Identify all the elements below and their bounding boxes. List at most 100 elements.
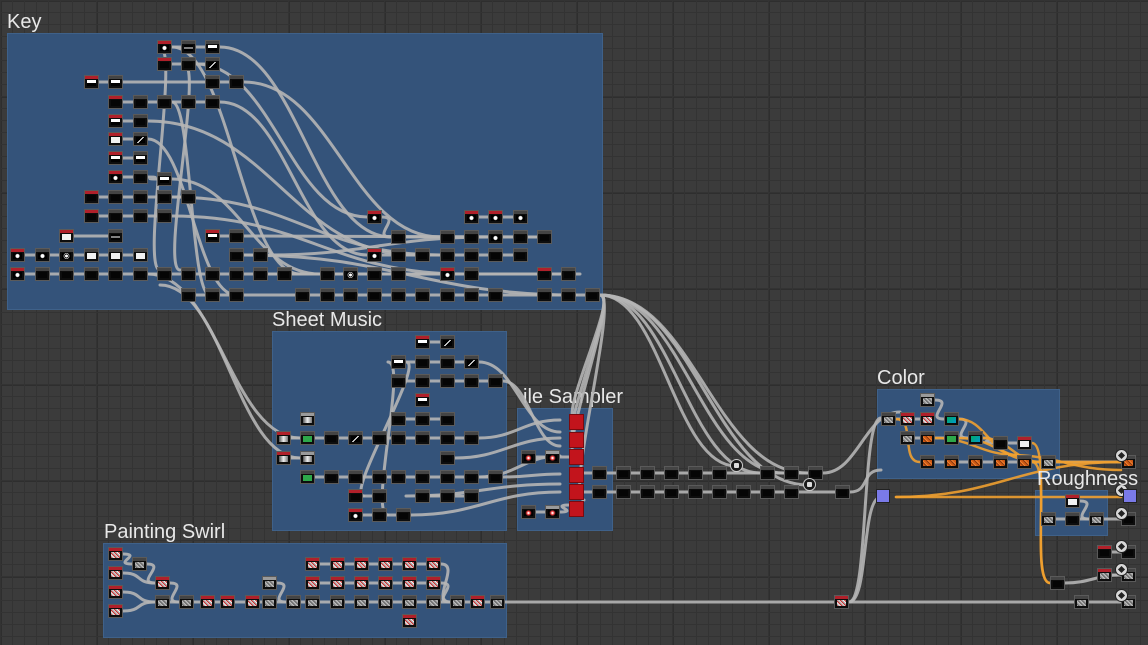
tile-sampler-node[interactable] bbox=[569, 432, 584, 448]
graph-node[interactable] bbox=[402, 614, 417, 628]
graph-node[interactable] bbox=[415, 412, 430, 426]
graph-node[interactable] bbox=[367, 248, 382, 262]
graph-node[interactable] bbox=[440, 470, 455, 484]
graph-node[interactable] bbox=[320, 288, 335, 302]
graph-node[interactable] bbox=[834, 595, 849, 609]
graph-node[interactable] bbox=[1097, 545, 1112, 559]
graph-node[interactable] bbox=[1065, 494, 1080, 508]
graph-node[interactable] bbox=[490, 595, 505, 609]
graph-node[interactable] bbox=[396, 508, 411, 522]
graph-node[interactable] bbox=[450, 595, 465, 609]
graph-node[interactable] bbox=[320, 267, 335, 281]
graph-node[interactable] bbox=[391, 470, 406, 484]
graph-node[interactable] bbox=[181, 267, 196, 281]
color-swatch-icon[interactable] bbox=[876, 489, 890, 503]
graph-node[interactable] bbox=[537, 267, 552, 281]
graph-node[interactable] bbox=[545, 505, 560, 519]
graph-node[interactable] bbox=[513, 230, 528, 244]
graph-node[interactable] bbox=[59, 267, 74, 281]
graph-node[interactable] bbox=[330, 595, 345, 609]
graph-node[interactable] bbox=[835, 485, 850, 499]
graph-node[interactable] bbox=[1074, 595, 1089, 609]
graph-node[interactable] bbox=[760, 466, 775, 480]
graph-node[interactable] bbox=[440, 335, 455, 349]
color-swatch-icon[interactable] bbox=[1123, 489, 1137, 503]
graph-node[interactable] bbox=[205, 229, 220, 243]
graph-node[interactable] bbox=[391, 248, 406, 262]
graph-node[interactable] bbox=[157, 209, 172, 223]
graph-node[interactable] bbox=[426, 557, 441, 571]
graph-node[interactable] bbox=[108, 190, 123, 204]
graph-node[interactable] bbox=[245, 595, 260, 609]
graph-node[interactable] bbox=[10, 267, 25, 281]
graph-node[interactable] bbox=[324, 470, 339, 484]
graph-node[interactable] bbox=[354, 595, 369, 609]
graph-node[interactable] bbox=[488, 248, 503, 262]
graph-node[interactable] bbox=[402, 576, 417, 590]
graph-node[interactable] bbox=[133, 114, 148, 128]
graph-node[interactable] bbox=[415, 248, 430, 262]
graph-node[interactable] bbox=[108, 95, 123, 109]
graph-node[interactable] bbox=[305, 557, 320, 571]
graph-node[interactable] bbox=[300, 470, 315, 484]
graph-node[interactable] bbox=[262, 595, 277, 609]
graph-node[interactable] bbox=[616, 466, 631, 480]
graph-node[interactable] bbox=[391, 374, 406, 388]
graph-node[interactable] bbox=[415, 288, 430, 302]
graph-node[interactable] bbox=[415, 470, 430, 484]
graph-node[interactable] bbox=[513, 210, 528, 224]
graph-node[interactable] bbox=[488, 288, 503, 302]
graph-node[interactable] bbox=[561, 267, 576, 281]
graph-node[interactable] bbox=[415, 374, 430, 388]
graph-node[interactable] bbox=[391, 412, 406, 426]
graph-node[interactable] bbox=[521, 450, 536, 464]
graph-node[interactable] bbox=[84, 209, 99, 223]
graph-node[interactable] bbox=[367, 210, 382, 224]
graph-node[interactable] bbox=[108, 566, 123, 580]
graph-node[interactable] bbox=[133, 190, 148, 204]
frame-roughness-title[interactable]: Roughness bbox=[1037, 468, 1139, 490]
graph-node[interactable] bbox=[108, 267, 123, 281]
tile-sampler-node[interactable] bbox=[569, 467, 584, 483]
graph-node[interactable] bbox=[276, 451, 291, 465]
graph-node[interactable] bbox=[616, 485, 631, 499]
graph-node[interactable] bbox=[426, 576, 441, 590]
graph-node[interactable] bbox=[324, 431, 339, 445]
graph-node[interactable] bbox=[200, 595, 215, 609]
graph-node[interactable] bbox=[372, 470, 387, 484]
graph-node[interactable] bbox=[415, 431, 430, 445]
graph-node[interactable] bbox=[993, 436, 1008, 450]
graph-node[interactable] bbox=[561, 288, 576, 302]
graph-node[interactable] bbox=[276, 431, 291, 445]
graph-node[interactable] bbox=[108, 114, 123, 128]
graph-node[interactable] bbox=[440, 451, 455, 465]
graph-node[interactable] bbox=[108, 229, 123, 243]
graph-node[interactable] bbox=[330, 557, 345, 571]
graph-node[interactable] bbox=[440, 267, 455, 281]
graph-node[interactable] bbox=[688, 485, 703, 499]
graph-node[interactable] bbox=[108, 547, 123, 561]
graph-node[interactable] bbox=[108, 248, 123, 262]
graph-node[interactable] bbox=[426, 595, 441, 609]
graph-node[interactable] bbox=[440, 230, 455, 244]
graph-node[interactable] bbox=[415, 355, 430, 369]
graph-node[interactable] bbox=[592, 485, 607, 499]
graph-node[interactable] bbox=[372, 431, 387, 445]
graph-node[interactable] bbox=[305, 595, 320, 609]
graph-node[interactable] bbox=[664, 485, 679, 499]
graph-node[interactable] bbox=[464, 431, 479, 445]
graph-node[interactable] bbox=[415, 393, 430, 407]
graph-node[interactable] bbox=[464, 267, 479, 281]
graph-node[interactable] bbox=[108, 170, 123, 184]
graph-node[interactable] bbox=[181, 95, 196, 109]
graph-node[interactable] bbox=[155, 595, 170, 609]
graph-node[interactable] bbox=[391, 267, 406, 281]
graph-node[interactable] bbox=[84, 75, 99, 89]
graph-node[interactable] bbox=[688, 466, 703, 480]
graph-node[interactable] bbox=[1041, 512, 1056, 526]
tile-sampler-node[interactable] bbox=[569, 484, 584, 500]
tile-sampler-node[interactable] bbox=[569, 449, 584, 465]
graph-node[interactable] bbox=[133, 132, 148, 146]
graph-node[interactable] bbox=[108, 75, 123, 89]
output-node-icon[interactable] bbox=[1115, 589, 1128, 602]
